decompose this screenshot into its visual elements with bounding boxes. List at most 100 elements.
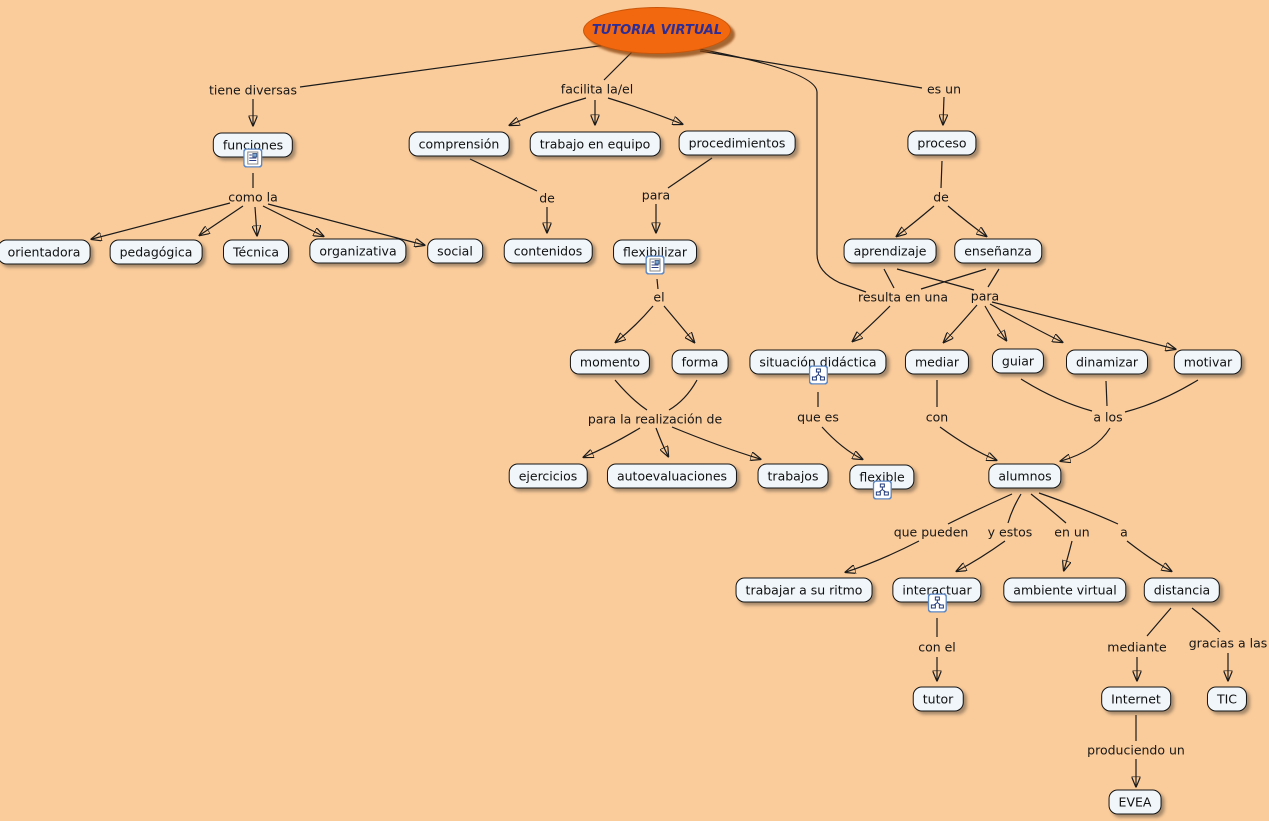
- linking-phrase-de-contenidos[interactable]: de: [539, 190, 555, 206]
- linking-phrase-para-la-realizacion-de[interactable]: para la realización de: [587, 411, 723, 427]
- linking-phrase-resulta-en-una[interactable]: resulta en una: [857, 289, 949, 305]
- resource-icon[interactable]: [645, 255, 665, 275]
- concept-momento[interactable]: momento: [569, 349, 651, 375]
- edge-para-la-realizacion-de-to-trabajos: [671, 426, 760, 459]
- concept-flexible[interactable]: flexible: [849, 464, 915, 500]
- concept-label: autoevaluaciones: [616, 468, 728, 484]
- edge-el-to-momento: [616, 305, 654, 342]
- cmap-icon[interactable]: [927, 593, 947, 613]
- concept-label: alumnos: [998, 468, 1052, 484]
- concept-contenidos[interactable]: contenidos: [503, 238, 593, 264]
- concept-pedagogica[interactable]: pedagógica: [109, 239, 203, 265]
- edge-distancia-to-gracias-a-las: [1191, 607, 1221, 633]
- edge-como-la-to-orientadora: [92, 202, 231, 239]
- linking-phrase-tiene-diversas[interactable]: tiene diversas: [209, 82, 297, 98]
- concept-label: TIC: [1216, 691, 1238, 707]
- edge-a-los-to-alumnos: [1061, 427, 1111, 461]
- concept-ejercicios[interactable]: ejercicios: [508, 463, 588, 489]
- concept-forma[interactable]: forma: [671, 349, 729, 375]
- edge-alumnos-to-y-estos: [1007, 493, 1022, 524]
- concept-proceso[interactable]: proceso: [907, 130, 977, 156]
- concept-ensenanza[interactable]: enseñanza: [954, 238, 1042, 264]
- concept-evea[interactable]: EVEA: [1108, 789, 1162, 815]
- edge-aprendizaje-to-para-accion: [896, 268, 975, 291]
- concept-label: mediar: [914, 354, 960, 370]
- linking-phrase-con-el[interactable]: con el: [918, 639, 956, 655]
- linking-phrase-en-un[interactable]: en un: [1054, 524, 1090, 540]
- concept-label: tutor: [922, 691, 954, 707]
- edge-para-accion-to-guiar: [984, 305, 1006, 340]
- concept-orientadora[interactable]: orientadora: [0, 239, 91, 265]
- linking-phrase-facilita-la-el[interactable]: facilita la/el: [560, 81, 634, 97]
- concept-social[interactable]: social: [427, 238, 483, 264]
- cmap-icon[interactable]: [872, 480, 892, 500]
- concept-tic[interactable]: TIC: [1206, 686, 1248, 712]
- linking-phrase-que-pueden[interactable]: que pueden: [893, 524, 969, 540]
- concept-trabajo-en-equipo[interactable]: trabajo en equipo: [529, 131, 661, 157]
- linking-phrase-y-estos[interactable]: y estos: [987, 524, 1033, 540]
- concept-funciones[interactable]: funciones: [212, 132, 294, 168]
- edge-como-la-to-tecnica: [255, 206, 257, 235]
- root-concept-tutoria-virtual[interactable]: TUTORIA VIRTUAL: [583, 7, 731, 54]
- linking-phrase-a-los[interactable]: a los: [1093, 409, 1123, 425]
- concept-label: trabajos: [767, 468, 819, 484]
- linking-phrase-a[interactable]: a: [1120, 524, 1128, 540]
- linking-phrase-de-proceso[interactable]: de: [933, 189, 949, 205]
- concept-flexibilizar[interactable]: flexibilizar: [613, 239, 697, 275]
- edge-como-la-to-pedagogica: [200, 205, 244, 235]
- concept-label: motivar: [1183, 354, 1233, 370]
- linking-phrase-el[interactable]: el: [653, 289, 665, 305]
- concept-trabajar-a-su-ritmo[interactable]: trabajar a su ritmo: [735, 577, 873, 603]
- linking-phrase-para-flexibilizar[interactable]: para: [641, 187, 671, 203]
- edge-tutoria-virtual-to-tiene-diversas: [299, 44, 607, 88]
- concept-trabajos[interactable]: trabajos: [757, 463, 829, 489]
- edge-forma-to-para-la-realizacion-de: [668, 379, 698, 411]
- edge-para-accion-to-dinamizar: [989, 303, 1062, 342]
- concept-situacion-didactica[interactable]: situación didáctica: [749, 349, 887, 385]
- linking-phrase-para-accion[interactable]: para: [970, 288, 1000, 304]
- concept-procedimientos[interactable]: procedimientos: [678, 130, 796, 156]
- edge-de-proceso-to-ensenanza: [947, 205, 986, 236]
- concept-motivar[interactable]: motivar: [1173, 349, 1243, 375]
- concept-autoevaluaciones[interactable]: autoevaluaciones: [606, 463, 738, 489]
- concept-label: trabajar a su ritmo: [745, 582, 863, 598]
- concept-label: flexibilizar: [623, 244, 687, 260]
- linking-phrase-gracias-a-las[interactable]: gracias a las: [1188, 635, 1268, 651]
- edge-resulta-en-una-to-situacion-didactica: [853, 305, 891, 341]
- linking-phrase-como-la[interactable]: como la: [228, 189, 278, 205]
- concept-distancia[interactable]: distancia: [1143, 577, 1221, 603]
- concept-tecnica[interactable]: Técnica: [222, 239, 290, 265]
- concept-dinamizar[interactable]: dinamizar: [1066, 349, 1148, 375]
- concept-interactuar[interactable]: interactuar: [892, 577, 982, 613]
- concept-comprension[interactable]: comprensión: [408, 131, 510, 157]
- edge-tutoria-virtual-to-facilita-la-el: [603, 49, 635, 81]
- concept-label: funciones: [222, 137, 284, 153]
- concept-aprendizaje[interactable]: aprendizaje: [843, 238, 937, 264]
- concept-label: enseñanza: [964, 243, 1032, 259]
- concept-organizativa[interactable]: organizativa: [309, 238, 407, 264]
- linking-phrase-con[interactable]: con: [925, 409, 949, 425]
- concept-label: EVEA: [1118, 794, 1152, 810]
- edge-proceso-to-de-proceso: [940, 160, 943, 189]
- concept-label: comprensión: [418, 136, 500, 152]
- concept-mediar[interactable]: mediar: [904, 349, 970, 375]
- linking-phrase-es-un[interactable]: es un: [926, 81, 962, 97]
- linking-phrase-que-es[interactable]: que es: [797, 409, 839, 425]
- concept-guiar[interactable]: guiar: [991, 348, 1045, 374]
- resource-icon[interactable]: [243, 148, 263, 168]
- linking-phrase-produciendo-un[interactable]: produciendo un: [1087, 742, 1185, 758]
- edge-guiar-to-a-los: [1020, 378, 1093, 412]
- concept-label: interactuar: [902, 582, 972, 598]
- concept-label: ambiente virtual: [1013, 582, 1117, 598]
- concept-alumnos[interactable]: alumnos: [988, 463, 1062, 489]
- concept-label: forma: [681, 354, 719, 370]
- concept-internet[interactable]: Internet: [1101, 686, 1171, 712]
- edge-flexibilizar-to-el: [656, 278, 659, 290]
- edge-aprendizaje-to-resulta-en-una: [883, 268, 895, 289]
- concept-ambiente-virtual[interactable]: ambiente virtual: [1003, 577, 1127, 603]
- linking-phrase-mediante[interactable]: mediante: [1107, 639, 1167, 655]
- concept-tutor[interactable]: tutor: [912, 686, 964, 712]
- cmap-icon[interactable]: [808, 365, 828, 385]
